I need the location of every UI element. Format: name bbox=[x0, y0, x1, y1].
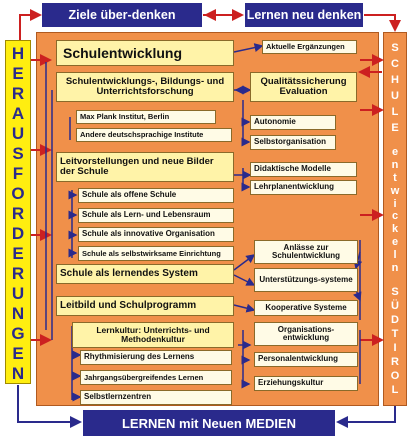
letter: S bbox=[391, 286, 399, 298]
left-banner bbox=[5, 40, 31, 384]
box-jahrgangsuebergreifend: Jahrgangsübergreifendes Lernen bbox=[80, 370, 232, 385]
letter: w bbox=[390, 184, 400, 197]
box-selbstlernzentren: Selbstlernzentren bbox=[80, 390, 232, 405]
letter: E bbox=[12, 64, 24, 83]
left-banner-text: H E R A U S F O R D E R U N G E N bbox=[5, 44, 31, 383]
letter: F bbox=[12, 164, 24, 183]
top-label-ziele: Ziele über-denken bbox=[42, 3, 202, 27]
letter: T bbox=[391, 328, 399, 340]
letter: D bbox=[391, 314, 399, 326]
letter: E bbox=[12, 244, 24, 263]
box-lernendes-system: Schule als lernendes System bbox=[56, 264, 234, 284]
letter: e bbox=[391, 236, 399, 249]
box-rhythmisierung: Rhythmisierung des Lernens bbox=[80, 350, 232, 365]
letter: k bbox=[391, 223, 399, 236]
letter: N bbox=[11, 364, 25, 383]
box-leitbild: Leitbild und Schulprogramm bbox=[56, 296, 234, 316]
box-selbstorganisation: Selbstorganisation bbox=[250, 135, 336, 150]
top-label-lernen: Lernen neu denken bbox=[245, 3, 363, 27]
letter: O bbox=[11, 184, 25, 203]
box-erziehungskultur: Erziehungskultur bbox=[254, 376, 358, 391]
box-selbstwirksame-einrichtung: Schule als selbstwirksame Einrichtung bbox=[78, 246, 234, 261]
box-andere-institute: Andere deutschsprachige Institute bbox=[76, 128, 232, 142]
right-banner-text-entwickeln: e n t w i c k e l n bbox=[383, 146, 407, 274]
letter: N bbox=[11, 304, 25, 323]
letter: U bbox=[11, 284, 25, 303]
letter: S bbox=[391, 42, 399, 54]
box-lernkultur: Lernkultur: Unterrichts- und Methodenkul… bbox=[72, 322, 234, 348]
box-anlaesse: Anlässe zur Schulentwicklung bbox=[254, 240, 358, 264]
letter: Ü bbox=[391, 300, 399, 312]
letter: R bbox=[11, 264, 25, 283]
bottom-label-medien: LERNEN mit Neuen MEDIEN bbox=[83, 410, 335, 436]
box-max-plank: Max Plank Institut, Berlin bbox=[76, 110, 216, 124]
letter: R bbox=[391, 356, 399, 368]
letter: E bbox=[391, 122, 399, 134]
letter: C bbox=[391, 58, 399, 70]
letter: I bbox=[393, 342, 397, 354]
letter: n bbox=[391, 261, 399, 274]
box-organisationsentwicklung: Organisations-entwicklung bbox=[254, 322, 358, 346]
letter: c bbox=[391, 210, 399, 223]
box-forschung: Schulentwicklungs-, Bildungs- und Unterr… bbox=[56, 72, 234, 102]
box-offene-schule: Schule als offene Schule bbox=[78, 188, 234, 203]
letter: H bbox=[391, 74, 399, 86]
box-schulentwicklung: Schulentwicklung bbox=[56, 40, 234, 66]
letter: e bbox=[391, 146, 399, 158]
box-lehrplanentwicklung: Lehrplanentwicklung bbox=[250, 180, 357, 195]
right-banner-text-suedtirol: S Ü D T I R O L bbox=[383, 286, 407, 396]
box-qualitaetssicherung: Qualitätssicherung Evaluation bbox=[250, 72, 357, 102]
letter: A bbox=[11, 104, 25, 123]
letter: R bbox=[11, 84, 25, 103]
box-aktuelle-ergaenzungen: Aktuelle Ergänzungen bbox=[262, 40, 357, 54]
box-innovative-organisation: Schule als innovative Organisation bbox=[78, 227, 234, 242]
letter: S bbox=[12, 144, 24, 163]
box-autonomie: Autonomie bbox=[250, 115, 336, 130]
letter: O bbox=[390, 370, 400, 382]
letter: U bbox=[391, 90, 399, 102]
box-kooperative-systeme: Kooperative Systeme bbox=[254, 300, 358, 316]
letter: t bbox=[393, 171, 397, 184]
letter: L bbox=[391, 106, 399, 118]
letter: G bbox=[11, 324, 25, 343]
box-lern-lebensraum: Schule als Lern- und Lebensraum bbox=[78, 208, 234, 223]
box-personalentwicklung: Personalentwicklung bbox=[254, 352, 358, 367]
right-banner-text-schule: S C H U L E bbox=[383, 42, 407, 134]
letter: R bbox=[11, 204, 25, 223]
letter: L bbox=[391, 384, 399, 396]
letter: H bbox=[11, 44, 25, 63]
letter: n bbox=[391, 158, 399, 171]
letter: D bbox=[11, 224, 25, 243]
letter: U bbox=[11, 124, 25, 143]
box-didaktische-modelle: Didaktische Modelle bbox=[250, 162, 357, 177]
box-unterstuetzungssysteme: Unterstützungs-systeme bbox=[254, 268, 358, 292]
letter: l bbox=[393, 249, 397, 261]
letter: E bbox=[12, 344, 24, 363]
box-leitvorstellungen: Leitvorstellungen und neue Bilder der Sc… bbox=[56, 152, 234, 182]
letter: i bbox=[393, 197, 397, 210]
